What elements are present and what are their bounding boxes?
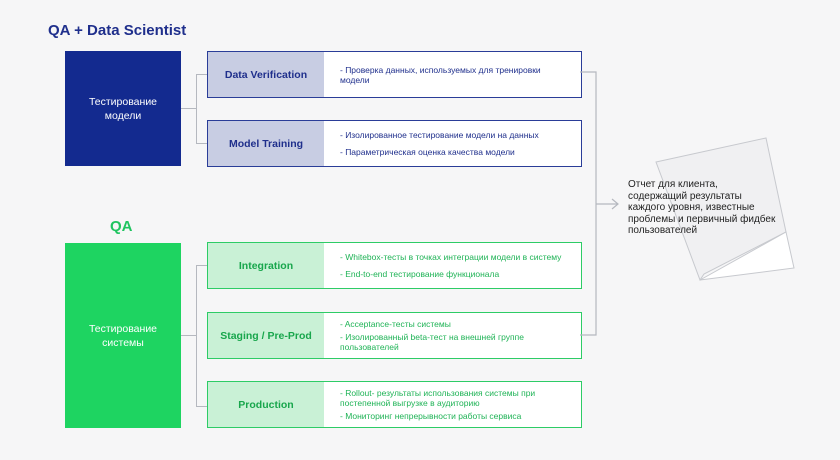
stage-detail: - Мониторинг непрерывности работы сервис…: [340, 411, 522, 422]
stage-label: Data Verification: [208, 52, 324, 97]
stage-row-staging: Staging / Pre-Prod - Acceptance-тесты си…: [207, 312, 582, 359]
stage-detail: - Проверка данных, используемых для трен…: [340, 64, 541, 85]
stage-label: Production: [208, 382, 324, 427]
system-testing-label: Тестирование системы: [88, 322, 158, 349]
stage-detail: - Acceptance-тесты системы: [340, 318, 451, 329]
stage-row-data-verification: Data Verification - Проверка данных, исп…: [207, 51, 582, 98]
system-testing-block: Тестирование системы: [65, 243, 181, 428]
arrow-icon: [611, 198, 619, 210]
stage-detail: - Изолированный beta-тест на внешней гру…: [340, 332, 524, 353]
report-paper-icon: [655, 137, 795, 282]
report-connector: [580, 71, 619, 336]
stage-detail: - Параметрическая оценка качества модели: [340, 147, 515, 157]
bracket-system: [196, 265, 208, 407]
model-testing-block: Тестирование модели: [65, 51, 181, 166]
heading-qa-data-scientist: QA + Data Scientist: [48, 22, 187, 39]
stage-row-integration: Integration - Whitebox-тесты в точках ин…: [207, 242, 582, 289]
connector: [181, 108, 196, 110]
stage-row-model-training: Model Training - Изолированное тестирова…: [207, 120, 582, 167]
stage-detail: - Rollout- результаты использования сист…: [340, 387, 536, 408]
stage-row-production: Production - Rollout- результаты использ…: [207, 381, 582, 428]
stage-label: Staging / Pre-Prod: [208, 313, 324, 358]
stage-label: Model Training: [208, 121, 324, 166]
stage-detail: - Изолированное тестирование модели на д…: [340, 130, 539, 140]
connector: [181, 335, 196, 337]
stage-detail: - Whitebox-тесты в точках интеграции мод…: [340, 252, 562, 262]
stage-label: Integration: [208, 243, 324, 288]
bracket-model: [196, 74, 208, 144]
heading-qa: QA: [110, 218, 133, 235]
stage-detail: - End-to-end тестирование функционала: [340, 269, 500, 279]
report-text: Отчет для клиента, содержащий результаты…: [628, 179, 776, 236]
model-testing-label: Тестирование модели: [88, 95, 158, 122]
